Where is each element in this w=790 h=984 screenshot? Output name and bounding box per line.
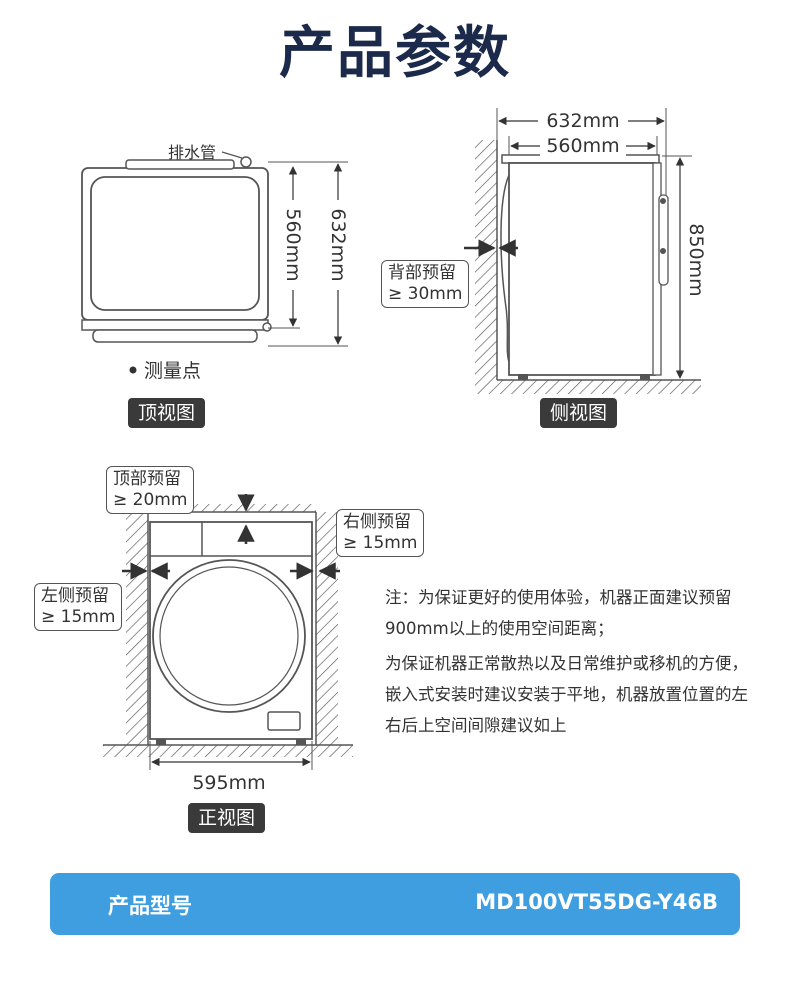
measure-point-dot [129,366,137,374]
side-dim-inner-text: 560mm [546,135,619,157]
model-banner: 产品型号 MD100VT55DG-Y46B [50,873,740,935]
top-clearance-title: 顶部预留 [113,469,181,489]
top-dim-inner-text: 560mm [282,208,304,281]
front-view-drawing: 595mm [103,494,353,794]
side-view-drawing: 632mm 560mm 850mm [464,108,708,394]
note-front-space: 注：为保证更好的使用体验，机器正面建议预留900mm以上的使用空间距离； [385,588,732,638]
model-label: 产品型号 [108,894,192,918]
right-clearance-value: ≥ 15mm [343,533,418,553]
back-clearance-value: ≥ 30mm [388,284,463,304]
right-clearance-callout: 右侧预留 ≥ 15mm [336,509,425,557]
side-dim-outer-text: 632mm [546,110,619,132]
drain-label: 排水管 [168,143,216,162]
top-dim-outer-text: 632mm [327,208,349,281]
left-clearance-callout: 左侧预留 ≥ 15mm [34,583,123,631]
top-clearance-value: ≥ 20mm [113,490,188,510]
left-clearance-title: 左侧预留 [41,586,109,606]
top-view-drawing: 560mm 632mm 排水管 测量点 [81,143,349,382]
front-view-caption: 正视图 [188,803,266,833]
left-clearance-value: ≥ 15mm [41,607,116,627]
top-view-caption: 顶视图 [128,398,206,428]
side-dim-height-text: 850mm [685,223,707,296]
page-title: 产品参数 [279,21,511,86]
note-install: 为保证机器正常散热以及日常维护或移机的方便，嵌入式安装时建议安装于平地，机器放置… [385,654,748,735]
back-clearance-callout: 背部预留 ≥ 30mm [381,260,470,308]
right-clearance-title: 右侧预留 [343,512,411,532]
side-view-caption: 侧视图 [540,398,618,428]
back-clearance-title: 背部预留 [388,263,456,283]
front-dim-width-text: 595mm [192,772,265,794]
measure-point-label: 测量点 [144,360,201,382]
model-value: MD100VT55DG-Y46B [475,890,718,914]
top-clearance-callout: 顶部预留 ≥ 20mm [106,466,195,514]
